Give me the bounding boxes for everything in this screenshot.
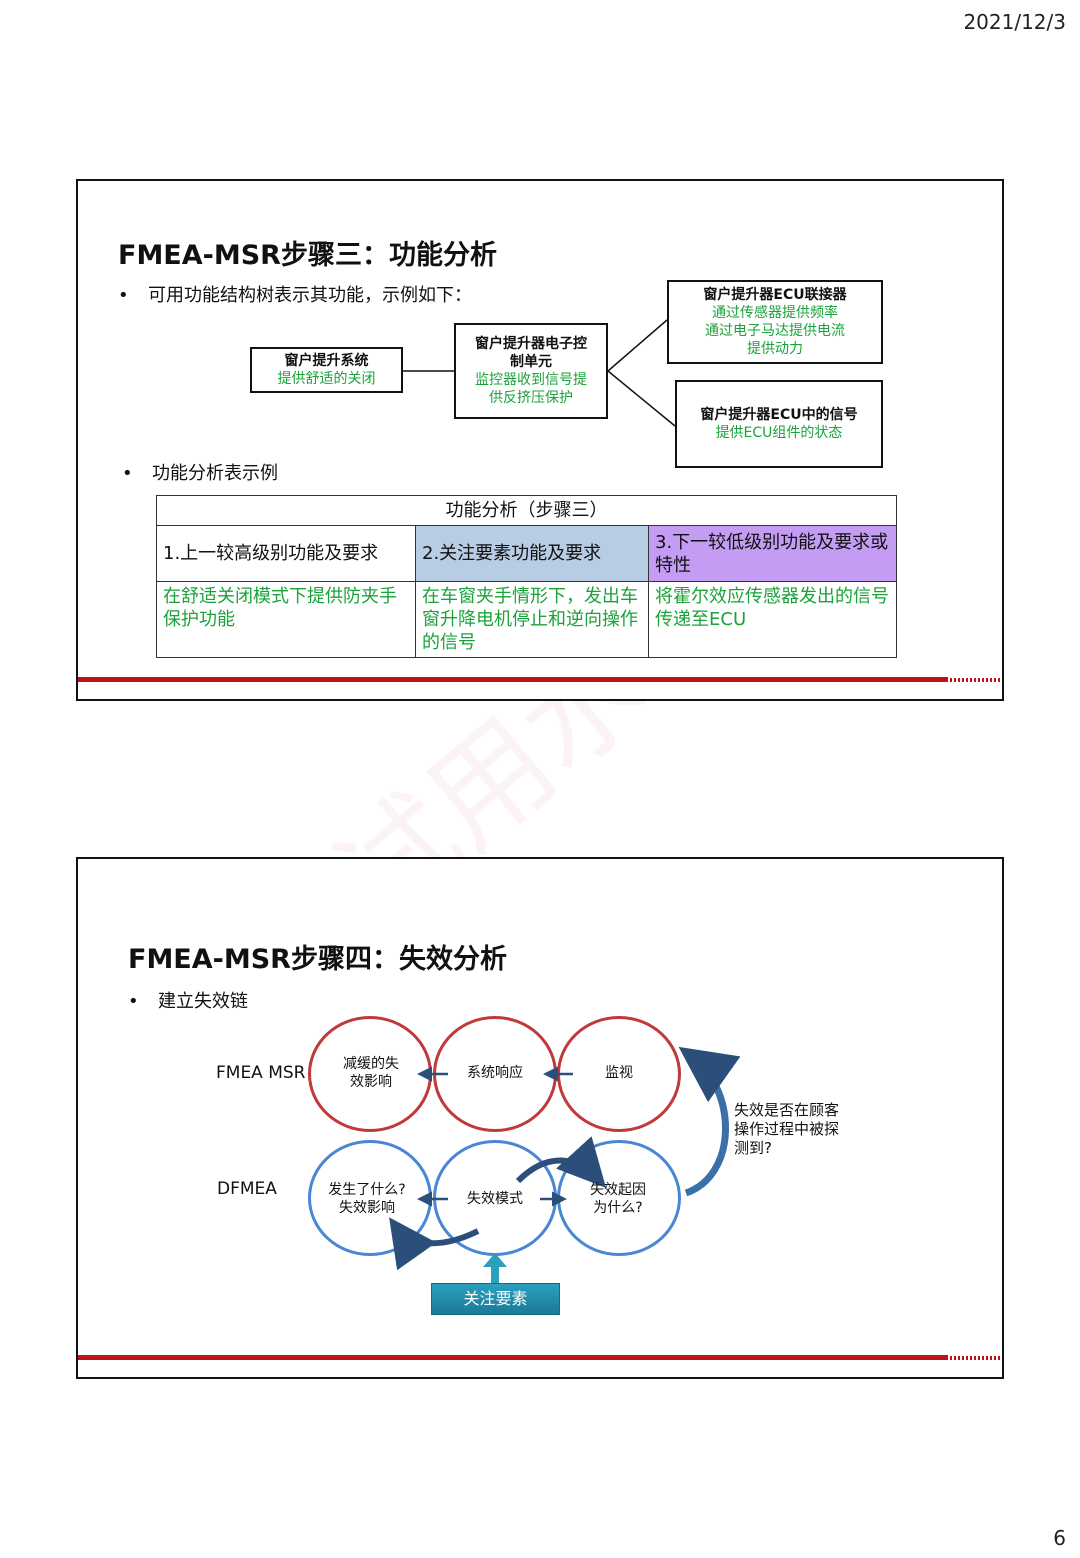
label-line1: 发生了什么? bbox=[328, 1182, 406, 1198]
focus-element-button[interactable]: 关注要素 bbox=[431, 1283, 560, 1315]
label-system-response: 系统响应 bbox=[445, 1064, 545, 1082]
bullet-dot: • bbox=[118, 285, 129, 306]
bullet-text: 可用功能结构树表示其功能，示例如下： bbox=[148, 285, 472, 306]
node-title-line1: 窗户提升器电子控 bbox=[475, 336, 587, 352]
footer-red-bar bbox=[78, 677, 948, 682]
slide-title: FMEA-MSR步骤三：功能分析 bbox=[118, 240, 497, 271]
label-failure-mode: 失效模式 bbox=[445, 1190, 545, 1208]
node-function-line1: 监控器收到信号提 bbox=[475, 372, 587, 388]
table-header-focus-element: 2.关注要素功能及要求 bbox=[415, 525, 649, 582]
bullet-text: 功能分析表示例 bbox=[152, 463, 278, 484]
node-function-line1: 通过传感器提供频率 bbox=[712, 305, 838, 321]
label-line1: 失效起因 bbox=[590, 1182, 646, 1198]
page-number: 6 bbox=[1053, 1526, 1066, 1550]
row-label-fmea-msr: FMEA MSR bbox=[216, 1063, 306, 1083]
node-function: 提供ECU组件的状态 bbox=[715, 425, 843, 441]
node-title: 窗户提升器ECU联接器 bbox=[703, 287, 847, 303]
label-line1: 系统响应 bbox=[467, 1065, 523, 1081]
footer-red-bar bbox=[78, 1355, 948, 1360]
node-function-line3: 提供动力 bbox=[747, 341, 803, 357]
label-mitigated-failure-effect: 减缓的失 效影响 bbox=[321, 1055, 421, 1091]
function-analysis-table: 功能分析（步骤三） 1.上一较高级别功能及要求 2.关注要素功能及要求 3.下一… bbox=[155, 495, 898, 658]
label-line1: 失效模式 bbox=[467, 1191, 523, 1207]
slide-title: FMEA-MSR步骤四：失效分析 bbox=[128, 944, 507, 975]
node-function-line2: 通过电子马达提供电流 bbox=[705, 323, 845, 339]
node-title-line2: 制单元 bbox=[510, 354, 552, 370]
label-failure-effect: 发生了什么? 失效影响 bbox=[317, 1181, 417, 1217]
table-caption: 功能分析（步骤三） bbox=[155, 495, 898, 526]
label-line1: 监视 bbox=[605, 1065, 633, 1081]
table-header-higher-level: 1.上一较高级别功能及要求 bbox=[156, 525, 416, 582]
bullet-failure-chain: • 建立失效链 bbox=[128, 987, 248, 1013]
bullet-dot: • bbox=[122, 463, 133, 484]
table-cell-higher-level: 在舒适关闭模式下提供防夹手保护功能 bbox=[156, 581, 416, 658]
node-function-line2: 供反挤压保护 bbox=[489, 390, 573, 406]
tree-node-window-lift-system: 窗户提升系统 提供舒适的关闭 bbox=[250, 347, 403, 393]
side-note-line2: 操作过程中被探 bbox=[734, 1120, 840, 1138]
label-line2: 失效影响 bbox=[339, 1200, 395, 1216]
label-line1: 减缓的失 bbox=[343, 1056, 399, 1072]
bullet-analysis-table: • 功能分析表示例 bbox=[122, 459, 278, 485]
label-failure-cause: 失效起因 为什么? bbox=[568, 1181, 668, 1217]
bullet-structure-tree: • 可用功能结构树表示其功能，示例如下： bbox=[118, 281, 472, 307]
header-date: 2021/12/3 bbox=[963, 10, 1066, 34]
tree-node-ecu-signal: 窗户提升器ECU中的信号 提供ECU组件的状态 bbox=[675, 380, 883, 468]
label-line2: 效影响 bbox=[350, 1074, 392, 1090]
tree-node-ecu: 窗户提升器电子控 制单元 监控器收到信号提 供反挤压保护 bbox=[454, 323, 608, 419]
node-title: 窗户提升器ECU中的信号 bbox=[700, 407, 858, 423]
side-note-line1: 失效是否在顾客 bbox=[734, 1101, 840, 1119]
slide-failure-analysis: FMEA-MSR步骤四：失效分析 • 建立失效链 FMEA MSR DFMEA bbox=[76, 857, 1004, 1379]
bullet-dot: • bbox=[128, 991, 139, 1012]
node-function: 提供舒适的关闭 bbox=[277, 371, 376, 387]
label-line2: 为什么? bbox=[593, 1200, 643, 1216]
side-note-detection: 失效是否在顾客 操作过程中被探 测到? bbox=[734, 1101, 839, 1158]
failure-chain-arrows bbox=[389, 1046, 741, 1283]
row-label-dfmea: DFMEA bbox=[217, 1179, 277, 1199]
footer-red-bar-tail bbox=[950, 1356, 1002, 1360]
tree-node-ecu-connector: 窗户提升器ECU联接器 通过传感器提供频率 通过电子马达提供电流 提供动力 bbox=[667, 280, 883, 364]
label-monitoring: 监视 bbox=[569, 1064, 669, 1082]
tree-connectors bbox=[403, 319, 676, 427]
table-cell-lower-level: 将霍尔效应传感器发出的信号传递至ECU bbox=[647, 581, 898, 658]
slide-function-analysis: FMEA-MSR步骤三：功能分析 • 可用功能结构树表示其功能，示例如下： 窗户提… bbox=[76, 179, 1004, 701]
side-note-line3: 测到? bbox=[734, 1139, 772, 1157]
footer-red-bar-tail bbox=[950, 678, 1002, 682]
table-header-lower-level: 3.下一较低级别功能及要求或特性 bbox=[647, 525, 898, 582]
node-title: 窗户提升系统 bbox=[284, 353, 369, 369]
bullet-text: 建立失效链 bbox=[158, 991, 248, 1012]
table-cell-focus-element: 在车窗夹手情形下，发出车窗升降电机停止和逆向操作的信号 bbox=[415, 581, 649, 658]
